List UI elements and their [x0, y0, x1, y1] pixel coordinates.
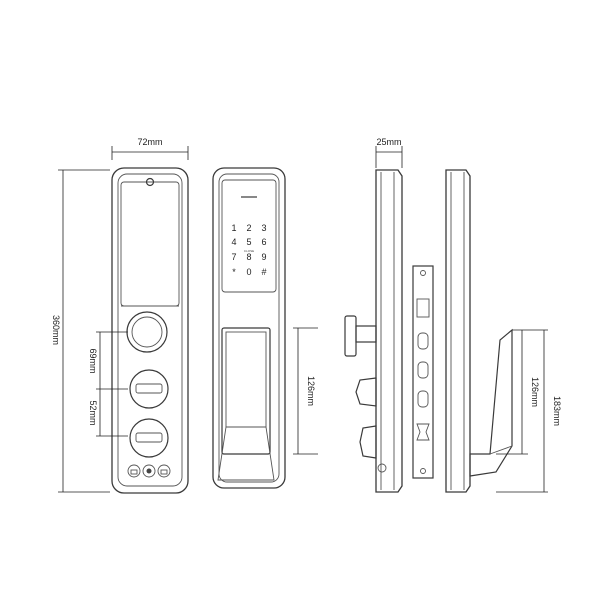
key-6: 6 [261, 237, 266, 247]
keypad-glass [221, 179, 277, 293]
dimension-width: 72mm [111, 137, 189, 160]
thumb-turn-side [344, 315, 357, 357]
handle-rosette-lower [129, 418, 169, 458]
rear-panel-view [111, 167, 189, 494]
reset-button [142, 464, 156, 478]
pull-handle-outline [221, 327, 271, 455]
handle-lever-upper [135, 383, 163, 394]
knob-side-lower [359, 425, 377, 459]
dimension-height: 360mm [51, 169, 110, 493]
dimension-spacing: 69mm 52mm [88, 331, 128, 437]
key-9: 9 [261, 252, 266, 262]
key-7: 7 [231, 252, 236, 262]
side-height-label: 183mm [552, 396, 562, 426]
dimension-side: 126mm 183mm [496, 329, 562, 493]
rear-panel-inner-outline [117, 173, 183, 487]
front-panel-view: 1 2 3 4 5 6 CLOSE 7 8 9 * 0 # [212, 167, 286, 489]
lock-icon-left [130, 469, 138, 475]
key-3: 3 [261, 223, 266, 233]
pull-handle-grip [217, 426, 275, 481]
handle-rosette-upper [129, 369, 169, 409]
key-star: * [232, 267, 236, 277]
spacing-upper-label: 69mm [88, 348, 98, 373]
mortise-faceplate [412, 265, 434, 479]
key-4: 4 [231, 237, 236, 247]
button-side [377, 463, 387, 473]
key-8: 8 [246, 252, 251, 262]
knob-side-upper [355, 377, 377, 407]
side-front-body [445, 169, 471, 493]
thickness-label: 25mm [376, 137, 401, 147]
reset-button-dot [146, 468, 152, 474]
side-view [344, 169, 513, 493]
screw-hole [145, 177, 155, 187]
key-2: 2 [246, 223, 251, 233]
side-rear-body [375, 169, 403, 493]
handle-label: 126mm [306, 376, 316, 406]
deadbolt-2 [417, 361, 429, 379]
dimension-thickness: 25mm [375, 137, 403, 168]
rear-panel-outline [111, 167, 189, 494]
deadbolt-3 [417, 390, 429, 408]
handle-lever-lower [135, 432, 163, 443]
dimension-handle: 126mm [293, 327, 318, 455]
lock-button-right [157, 464, 171, 478]
key-1: 1 [231, 223, 236, 233]
key-0: 0 [246, 267, 251, 277]
deadbolt-1 [417, 332, 429, 350]
height-label: 360mm [51, 315, 61, 345]
keypad-grid: 1 2 3 4 5 6 CLOSE 7 8 9 * 0 # [231, 223, 266, 277]
thumb-turn-knob [131, 316, 163, 348]
close-label: CLOSE [244, 249, 254, 253]
latch-bolt [416, 298, 430, 318]
thumb-turn-spindle [355, 325, 377, 343]
key-5: 5 [246, 237, 251, 247]
auxiliary-latch [416, 423, 430, 441]
spacing-lower-label: 52mm [88, 400, 98, 425]
lock-icon-right [160, 469, 168, 475]
side-handle-label: 126mm [530, 377, 540, 407]
front-panel-inner-outline [218, 173, 280, 483]
lock-button-left [127, 464, 141, 478]
key-hash: # [261, 267, 266, 277]
pull-handle-side [469, 328, 513, 477]
width-label: 72mm [137, 137, 162, 147]
